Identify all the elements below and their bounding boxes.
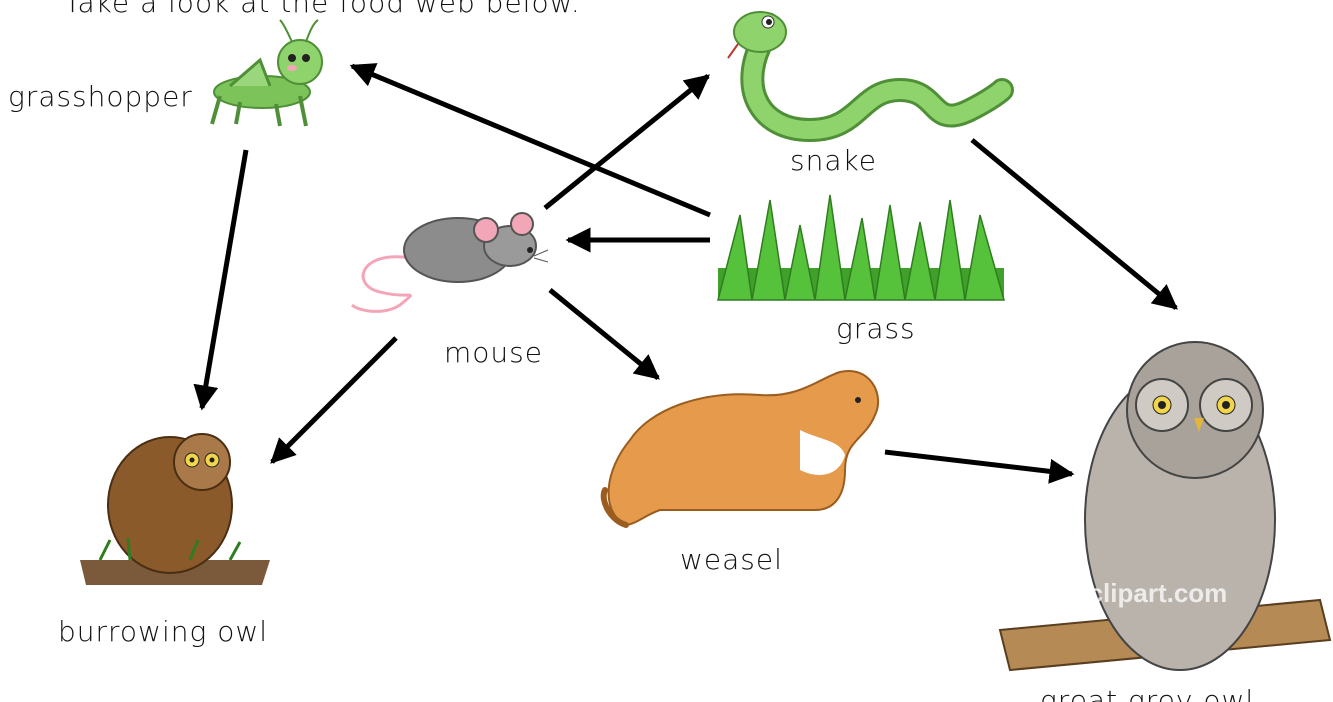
weasel-label: weasel bbox=[680, 543, 783, 576]
great-grey-owl-image bbox=[1000, 342, 1330, 670]
mouse-image bbox=[352, 213, 548, 311]
arrow-grasshopper-to-burrowing-owl bbox=[202, 150, 246, 408]
arrow-weasel-to-great-grey-owl bbox=[885, 452, 1072, 474]
great-grey-owl-label: great grey owl bbox=[1040, 684, 1254, 702]
burrowing-owl-image bbox=[80, 434, 270, 585]
weasel-image bbox=[604, 371, 878, 525]
burrowing-owl-label: burrowing owl bbox=[58, 615, 268, 648]
grass-image bbox=[718, 195, 1004, 300]
grass-label: grass bbox=[836, 312, 916, 345]
arrow-mouse-to-burrowing-owl bbox=[272, 338, 396, 462]
grasshopper-image bbox=[212, 20, 322, 126]
mouse-label: mouse bbox=[444, 336, 543, 369]
arrow-mouse-to-weasel bbox=[550, 290, 658, 378]
watermark: gclipart.com bbox=[1073, 578, 1228, 608]
arrow-grass-to-grasshopper bbox=[352, 66, 710, 215]
grasshopper-label: grasshopper bbox=[8, 80, 193, 113]
header-text: Take a look at the food web below. bbox=[64, 0, 581, 19]
arrow-mouse-to-snake bbox=[545, 76, 708, 208]
snake-label: snake bbox=[790, 144, 877, 177]
snake-image bbox=[728, 12, 1002, 130]
